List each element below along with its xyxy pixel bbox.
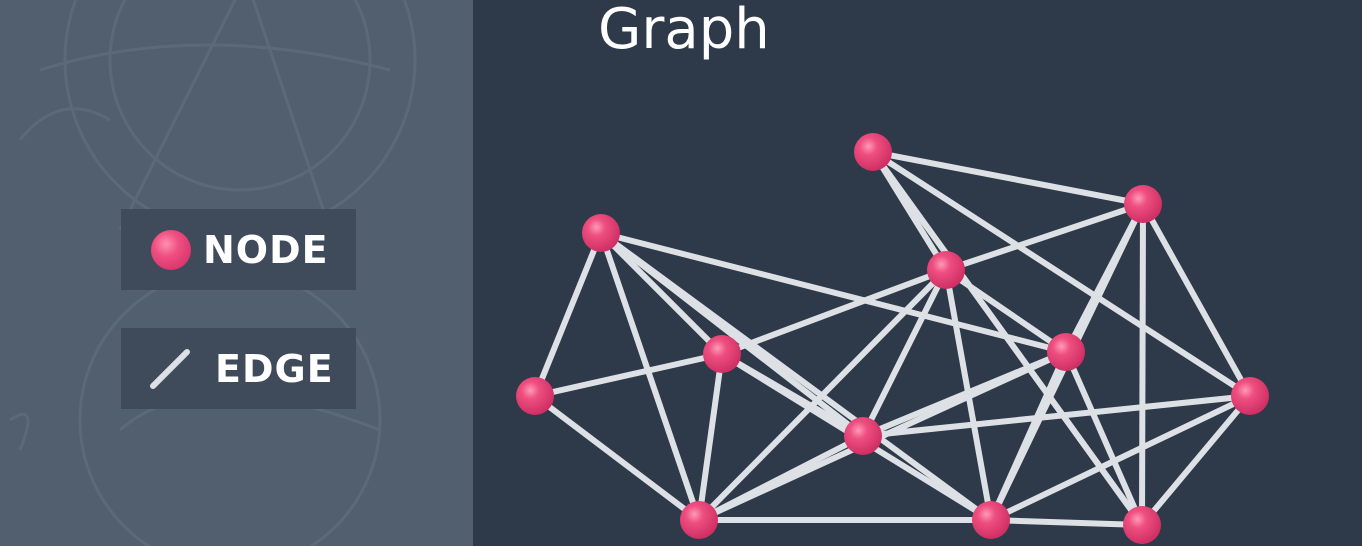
edge-legend-icon: [150, 348, 190, 389]
edge-n5-n6: [860, 267, 949, 439]
edge-n7-n8: [696, 349, 1069, 523]
edge-n5-n10: [943, 201, 1146, 273]
node-legend-icon: [151, 229, 191, 270]
edge-n1-n7: [532, 393, 702, 523]
node-n1: [516, 377, 554, 415]
edge-n2-n9: [598, 230, 994, 523]
diagram-title: Graph: [598, 0, 770, 62]
node-n9: [972, 501, 1010, 539]
edge-n3-n5: [719, 267, 949, 357]
edge-n3-n7: [696, 351, 725, 523]
node-n2: [582, 214, 620, 252]
edge-n11-n12: [1139, 393, 1253, 528]
edge-n4-n11: [870, 149, 1253, 399]
edge-n8-n12: [1063, 349, 1145, 528]
node-n6: [844, 417, 882, 455]
edge-n1-n2: [532, 230, 604, 399]
legend-node-label: NODE: [203, 227, 329, 272]
edge-n10-n11: [1140, 201, 1253, 399]
edge-n2-n7: [598, 230, 702, 523]
edge-n12-n4: [870, 149, 1145, 528]
node-n3: [703, 335, 741, 373]
node-n4: [854, 133, 892, 171]
node-n11: [1231, 377, 1269, 415]
edge-n2-n8: [598, 230, 1069, 355]
edge-n5-n7: [696, 267, 949, 523]
node-n10: [1124, 185, 1162, 223]
legend-panel: NODE EDGE: [0, 0, 473, 546]
node-n12: [1123, 506, 1161, 544]
edge-n2-n3: [598, 230, 725, 357]
edge-n4-n10: [870, 149, 1146, 207]
legend-node: NODE: [121, 209, 356, 290]
legend-edge: EDGE: [121, 328, 356, 409]
legend-edge-label: EDGE: [215, 346, 334, 391]
edge-n9-n11: [988, 393, 1253, 523]
node-n8: [1047, 333, 1085, 371]
edge-n9-n12: [988, 517, 1145, 528]
node-n5: [927, 251, 965, 289]
edge-n6-n11: [860, 393, 1253, 439]
edge-n10-n12: [1139, 201, 1146, 528]
node-n7: [680, 501, 718, 539]
edge-n1-n3: [532, 351, 725, 399]
